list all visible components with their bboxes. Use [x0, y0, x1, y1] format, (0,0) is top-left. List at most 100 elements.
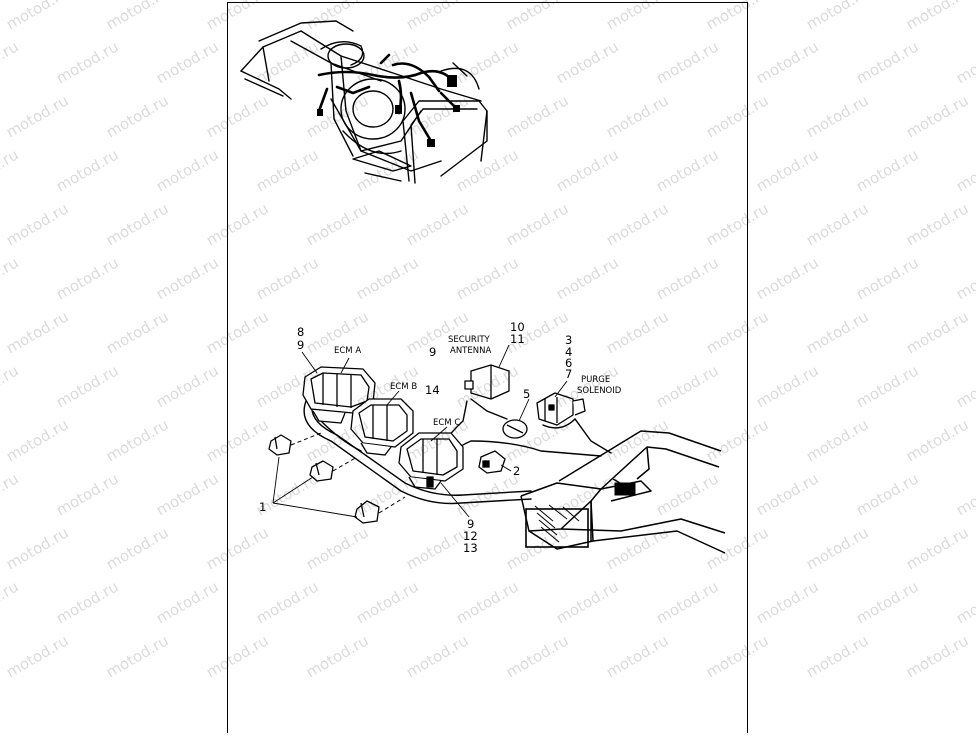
harness-clip: [268, 434, 380, 524]
part-5-grommet: [502, 419, 528, 439]
label-ecm-b: ECM B: [390, 382, 417, 392]
watermark-text: motod.ru: [903, 631, 972, 681]
watermark-text: motod.ru: [153, 361, 222, 411]
watermark-text: motod.ru: [803, 523, 872, 573]
watermark-text: motod.ru: [103, 631, 172, 681]
watermark-text: motod.ru: [103, 415, 172, 465]
watermark-text: motod.ru: [53, 253, 122, 303]
watermark-text: motod.ru: [903, 415, 972, 465]
ecm-a-connector: [302, 366, 376, 424]
part-2-connector: [478, 450, 506, 474]
watermark-text: motod.ru: [3, 91, 72, 141]
watermark-text: motod.ru: [803, 199, 872, 249]
watermark-text: motod.ru: [53, 37, 122, 87]
watermark-text: motod.ru: [153, 37, 222, 87]
callout-9-ecm-a: 9: [297, 338, 304, 352]
watermark-text: motod.ru: [0, 361, 22, 411]
watermark-text: motod.ru: [953, 145, 976, 195]
callout-9-ecm-c: 9: [467, 517, 474, 531]
watermark-text: motod.ru: [853, 469, 922, 519]
callout-13: 13: [463, 541, 478, 555]
watermark-text: motod.ru: [803, 415, 872, 465]
label-ecm-a: ECM A: [334, 346, 361, 356]
watermark-text: motod.ru: [0, 469, 22, 519]
label-solenoid: SOLENOID: [577, 386, 622, 396]
purge-solenoid-connector: [536, 392, 586, 426]
watermark-text: motod.ru: [103, 91, 172, 141]
watermark-text: motod.ru: [903, 0, 972, 33]
watermark-text: motod.ru: [3, 523, 72, 573]
part-labels: 8 9 ECM A 9 14 ECM B ECM C SECURITY ANTE…: [259, 320, 622, 555]
leader-lines: [272, 344, 568, 518]
watermark-text: motod.ru: [53, 361, 122, 411]
watermark-text: motod.ru: [53, 577, 122, 627]
callout-14: 14: [425, 383, 440, 397]
diagram-page: 8 9 ECM A 9 14 ECM B ECM C SECURITY ANTE…: [227, 2, 748, 733]
watermark-text: motod.ru: [103, 523, 172, 573]
watermark-text: motod.ru: [903, 307, 972, 357]
watermark-text: motod.ru: [0, 37, 22, 87]
label-purge: PURGE: [581, 375, 610, 385]
watermark-text: motod.ru: [753, 469, 822, 519]
security-antenna-connector: [464, 364, 510, 400]
watermark-text: motod.ru: [753, 577, 822, 627]
watermark-text: motod.ru: [903, 199, 972, 249]
clip-dash-lines: [290, 432, 406, 514]
watermark-text: motod.ru: [803, 91, 872, 141]
watermark-text: motod.ru: [0, 145, 22, 195]
harness-connectors-overview: [317, 75, 460, 147]
watermark-text: motod.ru: [803, 0, 872, 33]
watermark-text: motod.ru: [853, 577, 922, 627]
wiring-harness-overview: [317, 53, 457, 143]
watermark-text: motod.ru: [853, 253, 922, 303]
watermark-text: motod.ru: [3, 199, 72, 249]
watermark-text: motod.ru: [153, 253, 222, 303]
watermark-text: motod.ru: [903, 523, 972, 573]
label-security: SECURITY: [448, 335, 491, 345]
watermark-text: motod.ru: [803, 631, 872, 681]
motorcycle-frame-overview: [240, 20, 488, 184]
callout-6: 6: [565, 356, 572, 370]
watermark-text: motod.ru: [153, 469, 222, 519]
watermark-text: motod.ru: [153, 145, 222, 195]
callout-1: 1: [259, 500, 266, 514]
watermark-text: motod.ru: [53, 469, 122, 519]
watermark-text: motod.ru: [903, 91, 972, 141]
callout-10: 10: [510, 320, 525, 334]
watermark-text: motod.ru: [953, 361, 976, 411]
frame-bracket-hatching: [525, 482, 636, 548]
callout-11: 11: [510, 332, 525, 346]
watermark-text: motod.ru: [0, 577, 22, 627]
watermark-text: motod.ru: [953, 37, 976, 87]
watermark-text: motod.ru: [3, 415, 72, 465]
callout-12: 12: [463, 529, 478, 543]
watermark-text: motod.ru: [953, 253, 976, 303]
label-antenna: ANTENNA: [450, 346, 491, 356]
watermark-text: motod.ru: [753, 37, 822, 87]
callout-7: 7: [565, 367, 572, 381]
callout-2: 2: [513, 464, 520, 478]
watermark-text: motod.ru: [803, 307, 872, 357]
callout-5: 5: [523, 387, 530, 401]
watermark-text: motod.ru: [103, 0, 172, 33]
ecm-b-connector: [350, 398, 414, 456]
callout-9-ecm-b: 9: [429, 345, 436, 359]
callout-4: 4: [565, 345, 572, 359]
label-ecm-c: ECM C: [433, 418, 460, 428]
wiring-diagram: 8 9 ECM A 9 14 ECM B ECM C SECURITY ANTE…: [240, 20, 726, 555]
watermark-text: motod.ru: [953, 469, 976, 519]
watermark-text: motod.ru: [753, 145, 822, 195]
watermark-text: motod.ru: [3, 631, 72, 681]
watermark-text: motod.ru: [3, 307, 72, 357]
callout-3: 3: [565, 333, 572, 347]
watermark-text: motod.ru: [853, 37, 922, 87]
watermark-text: motod.ru: [753, 253, 822, 303]
watermark-text: motod.ru: [853, 145, 922, 195]
watermark-text: motod.ru: [0, 253, 22, 303]
watermark-text: motod.ru: [853, 361, 922, 411]
watermark-text: motod.ru: [53, 145, 122, 195]
ecm-c-connector: [398, 432, 464, 490]
watermark-text: motod.ru: [103, 199, 172, 249]
watermark-text: motod.ru: [753, 361, 822, 411]
watermark-text: motod.ru: [953, 577, 976, 627]
